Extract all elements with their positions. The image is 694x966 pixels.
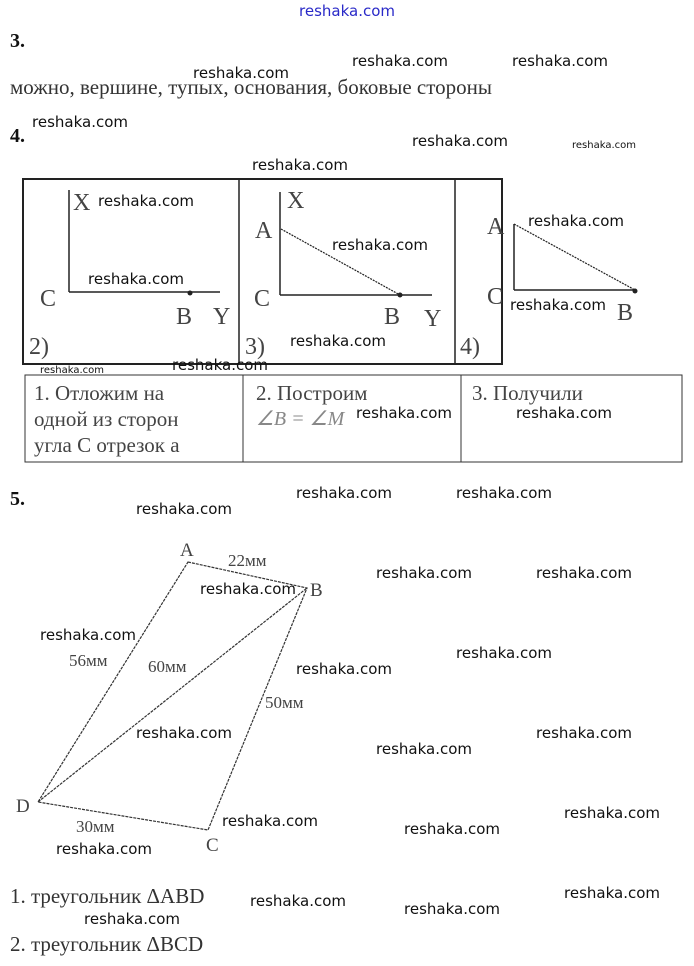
watermark: reshaka.com (332, 236, 428, 254)
task-4-number: 4. (10, 125, 25, 147)
cell-line: 1. Отложим на (34, 381, 165, 405)
watermark: reshaka.com (136, 724, 232, 742)
length-bc: 50мм (265, 693, 304, 712)
watermark: reshaka.com (290, 332, 386, 350)
watermark: reshaka.com (56, 840, 152, 858)
length-ab: 22мм (228, 551, 267, 570)
watermark: reshaka.com (516, 404, 612, 422)
label-b: B (176, 304, 192, 330)
vertex-b: B (310, 580, 323, 601)
label-a: A (255, 218, 273, 244)
watermark: reshaka.com (136, 500, 232, 518)
length-dc: 30мм (76, 817, 115, 836)
watermark: reshaka.com (536, 564, 632, 582)
hypotenuse-ab (513, 223, 636, 291)
watermark: reshaka.com (32, 113, 128, 131)
vertex-d: D (16, 796, 30, 817)
watermark: reshaka.com (572, 140, 636, 151)
vertex-c: C (206, 835, 219, 856)
watermark: reshaka.com (376, 564, 472, 582)
watermark: reshaka.com (200, 580, 296, 598)
cell-line: одной из сторон (34, 407, 179, 431)
watermark: reshaka.com (512, 52, 608, 70)
watermark: reshaka.com (88, 270, 184, 288)
label-b: B (617, 300, 633, 326)
length-ad: 56мм (69, 651, 108, 670)
watermark: reshaka.com (564, 884, 660, 902)
step-label: 4) (460, 334, 480, 360)
label-c: C (40, 286, 56, 312)
point-b (632, 288, 638, 294)
cell-line: 3. Получили (472, 381, 583, 405)
watermark: reshaka.com (296, 484, 392, 502)
watermark: reshaka.com (172, 356, 268, 374)
watermark: reshaka.com (98, 192, 194, 210)
diagonal-bd (37, 587, 308, 803)
header-link[interactable]: reshaka.com (299, 2, 395, 20)
label-c: C (487, 284, 503, 310)
watermark: reshaka.com (296, 660, 392, 678)
label-x: X (287, 188, 304, 214)
watermark: reshaka.com (222, 812, 318, 830)
watermark: reshaka.com (352, 52, 448, 70)
label-a: A (487, 214, 505, 240)
watermark: reshaka.com (193, 64, 289, 82)
cell-line: угла С отрезок а (34, 433, 180, 457)
watermark: reshaka.com (456, 644, 552, 662)
vertex-a: A (180, 540, 194, 561)
answer-1: 1. треугольник ΔABD (10, 884, 205, 908)
figure-panel-border (22, 178, 503, 365)
watermark: reshaka.com (404, 820, 500, 838)
watermark: reshaka.com (536, 724, 632, 742)
label-x: X (73, 190, 90, 216)
watermark: reshaka.com (376, 740, 472, 758)
segment-ab (280, 228, 401, 296)
watermark: reshaka.com (84, 910, 180, 928)
task-3-text: можно, вершине, тупых, основания, боковы… (10, 75, 493, 99)
watermark: reshaka.com (564, 804, 660, 822)
cell-line: 2. Построим (256, 381, 368, 405)
label-y: Y (213, 304, 230, 330)
watermark: reshaka.com (356, 404, 452, 422)
watermark: reshaka.com (456, 484, 552, 502)
angle-equality: ∠B = ∠M (256, 408, 345, 430)
label-y: Y (424, 306, 441, 332)
watermark: reshaka.com (528, 212, 624, 230)
answer-2: 2. треугольник ΔBCD (10, 932, 204, 956)
table-cell-step-2: 2. Построим ∠B = ∠M (256, 380, 367, 432)
step-label: 2) (29, 334, 49, 360)
watermark: reshaka.com (404, 900, 500, 918)
watermark: reshaka.com (510, 296, 606, 314)
table-cell-step-1: 1. Отложим на одной из сторон угла С отр… (34, 380, 180, 458)
step-label: 3) (245, 334, 265, 360)
label-b: B (384, 304, 400, 330)
length-bd: 60мм (148, 657, 187, 676)
watermark: reshaka.com (40, 626, 136, 644)
quadrilateral-abcd (37, 561, 308, 831)
label-c: C (254, 286, 270, 312)
watermark: reshaka.com (252, 156, 348, 174)
point-b (397, 292, 403, 298)
table-cell-step-3: 3. Получили (472, 380, 583, 406)
watermark: reshaka.com (40, 365, 104, 376)
task-5-number: 5. (10, 488, 25, 510)
watermark: reshaka.com (412, 132, 508, 150)
task-3-number: 3. (10, 30, 25, 52)
point-b (187, 290, 193, 296)
steps-table-border (24, 374, 683, 463)
watermark: reshaka.com (250, 892, 346, 910)
